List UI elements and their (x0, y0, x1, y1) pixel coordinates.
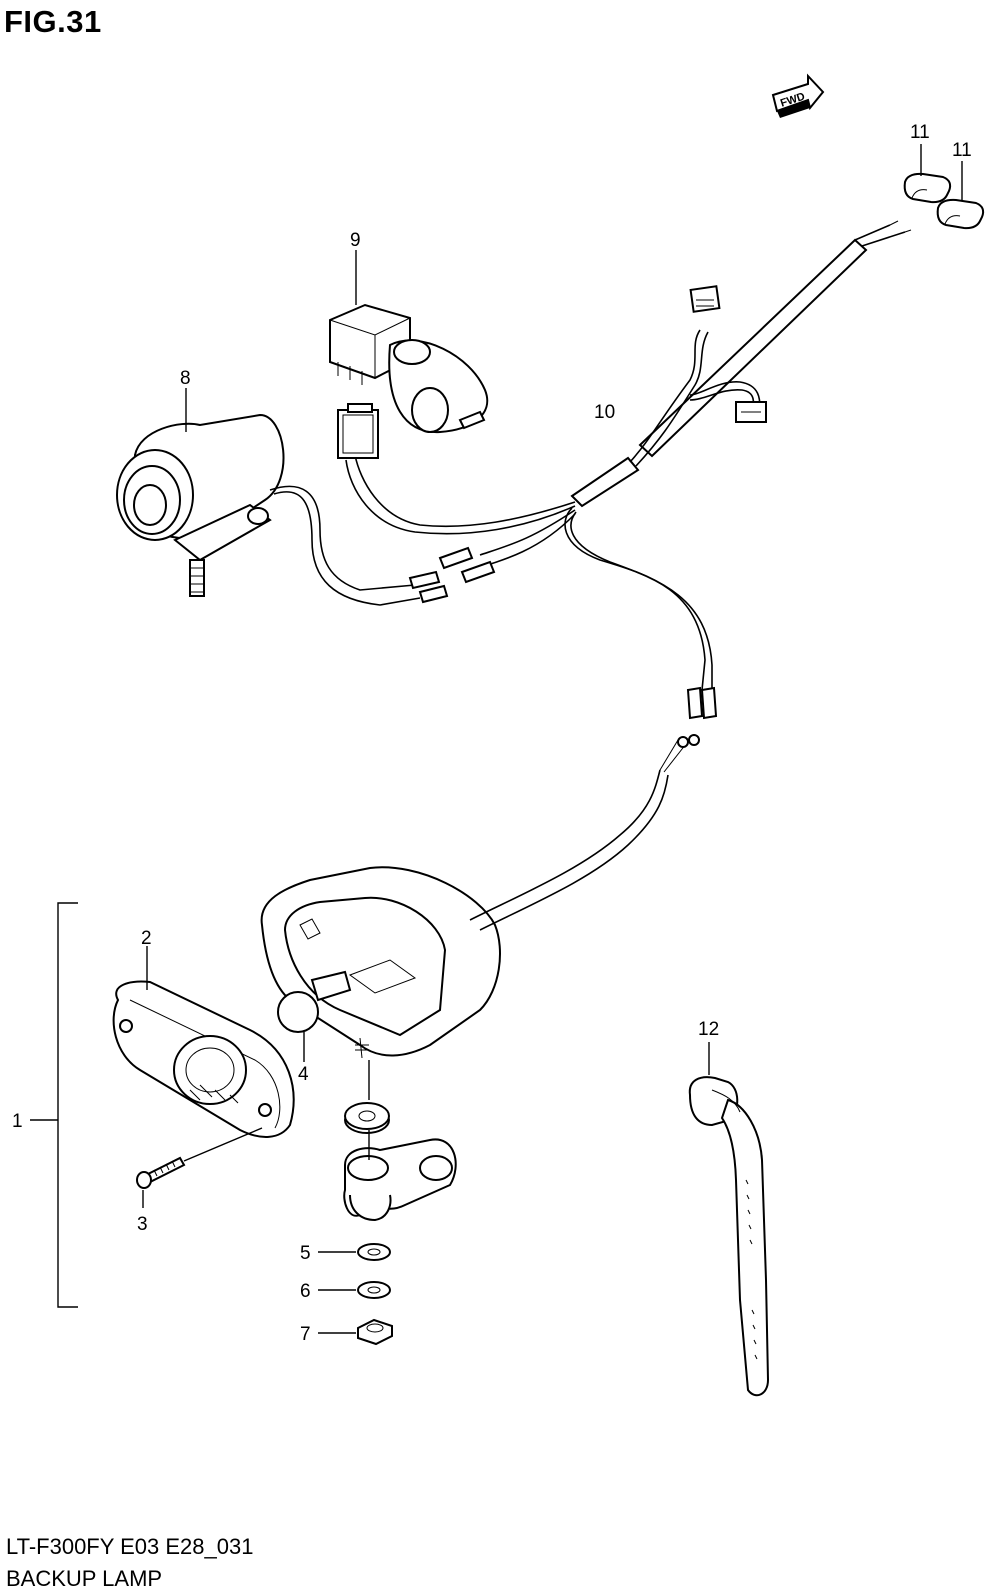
figure-title: FIG.31 (4, 4, 102, 39)
callout-12: 12 (698, 1019, 719, 1040)
callout-3: 3 (137, 1214, 148, 1235)
washer-5-icon (357, 1243, 391, 1261)
cap-11b-icon (936, 198, 985, 230)
callout-7: 7 (300, 1324, 311, 1345)
screw-icon (136, 1127, 263, 1189)
wiring-harness-icon (345, 220, 912, 720)
callout-1: 1 (12, 1111, 23, 1132)
callout-6: 6 (300, 1281, 311, 1302)
washer-6-icon (357, 1281, 391, 1299)
bulb-icon (277, 970, 352, 1033)
relay-switch-icon (329, 303, 489, 459)
callout-9: 9 (350, 230, 361, 251)
callout-10: 10 (594, 402, 615, 423)
callout-4: 4 (298, 1064, 309, 1085)
callout-11b: 11 (952, 140, 972, 161)
callout-2: 2 (141, 928, 152, 949)
bracket-icon (343, 1138, 457, 1222)
lens-icon (112, 980, 295, 1138)
diagram-caption: BACKUP LAMP (6, 1566, 163, 1591)
lamp-housing-icon (260, 734, 700, 1059)
cable-tie-icon (688, 1076, 770, 1397)
fwd-arrow-icon: FWD (771, 73, 825, 118)
lamp-8-icon (116, 413, 449, 606)
model-code: LT-F300FY E03 E28_031 (6, 1534, 254, 1559)
callout-5: 5 (300, 1243, 311, 1264)
callout-11a: 11 (910, 122, 930, 143)
grommet-icon (344, 1102, 390, 1134)
nut-icon (357, 1318, 393, 1346)
assembly-bracket (57, 902, 78, 1308)
cap-11a-icon (903, 172, 952, 204)
callout-8: 8 (180, 368, 191, 389)
